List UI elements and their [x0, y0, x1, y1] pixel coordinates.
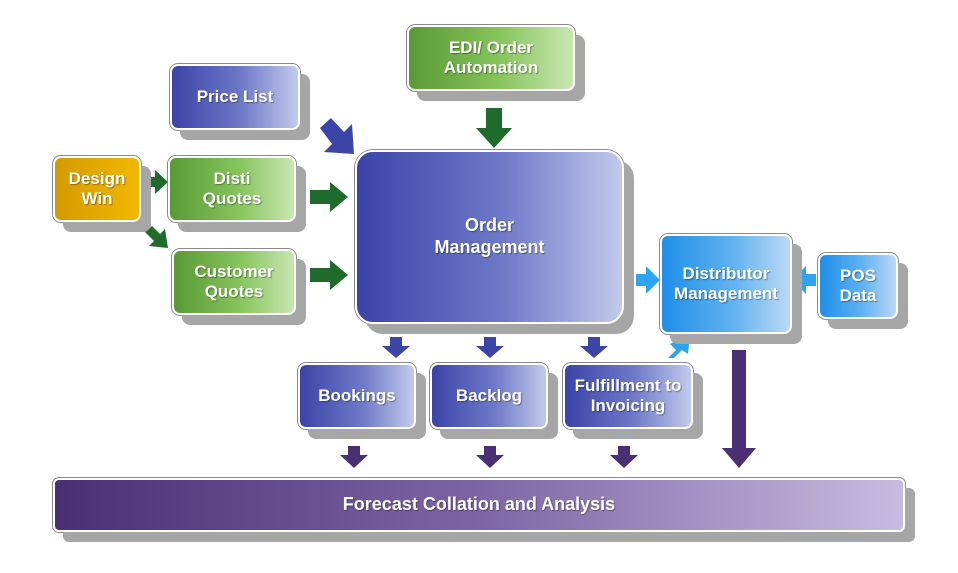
fulfillment-box: Fulfillment to Invoicing — [563, 363, 693, 429]
disti-quotes-line2: Quotes — [202, 189, 262, 208]
arrow-pos-to-distributor — [792, 266, 816, 294]
edi-line2: Automation — [443, 58, 539, 77]
arrow-edi-to-om — [476, 108, 512, 148]
distributor-management-box: Distributor Management — [660, 234, 792, 334]
forecast-collation-bar: Forecast Collation and Analysis — [53, 478, 905, 532]
order-management-line2: Management — [434, 237, 545, 257]
pos-data-line2: Data — [839, 286, 877, 305]
bookings-label: Bookings — [318, 385, 396, 405]
pos-data-line1: POS — [840, 265, 876, 285]
arrow-om-to-bookings — [382, 337, 410, 358]
design-win-line2: Win — [81, 189, 113, 208]
arrow-om-to-backlog — [476, 337, 504, 358]
arrow-backlog-to-forecast — [476, 446, 504, 468]
forecast-label: Forecast Collation and Analysis — [342, 494, 616, 515]
arrow-om-to-distributor — [636, 266, 660, 294]
arrow-om-to-fulfillment — [580, 337, 608, 358]
arrow-designwin-to-disti — [145, 170, 168, 194]
distributor-management-line2: Management — [674, 284, 778, 303]
disti-quotes-line1: Disti — [213, 168, 251, 188]
customer-quotes-box: Customer Quotes — [172, 249, 296, 315]
backlog-label: Backlog — [455, 385, 523, 405]
design-win-line1: Design — [68, 168, 126, 188]
arrow-distributor-to-forecast — [722, 350, 756, 468]
fulfillment-line2: Invoicing — [590, 396, 666, 415]
price-list-label: Price List — [196, 86, 274, 106]
order-management-box: Order Management — [355, 150, 624, 324]
backlog-box: Backlog — [430, 363, 548, 429]
arrow-customer-to-om — [310, 260, 348, 290]
arrow-fulfillment-to-distributor — [668, 334, 690, 358]
arrow-fulfillment-to-forecast — [610, 446, 638, 468]
edi-line1: EDI/ Order — [448, 37, 534, 57]
pos-data-box: POS Data — [818, 253, 898, 319]
bookings-box: Bookings — [298, 363, 416, 429]
design-win-box: Design Win — [53, 156, 141, 222]
customer-quotes-line1: Customer — [194, 261, 274, 281]
arrow-bookings-to-forecast — [340, 446, 368, 468]
arrow-pricelist-to-om — [320, 118, 354, 154]
distributor-management-line1: Distributor — [682, 263, 770, 283]
price-list-box: Price List — [170, 64, 300, 130]
edi-order-automation-box: EDI/ Order Automation — [407, 25, 575, 91]
disti-quotes-box: Disti Quotes — [168, 156, 296, 222]
arrow-disti-to-om — [310, 182, 348, 212]
customer-quotes-line2: Quotes — [204, 282, 264, 301]
fulfillment-line1: Fulfillment to — [574, 375, 682, 395]
order-management-line1: Order — [464, 215, 515, 236]
arrow-designwin-to-customer — [145, 226, 168, 248]
